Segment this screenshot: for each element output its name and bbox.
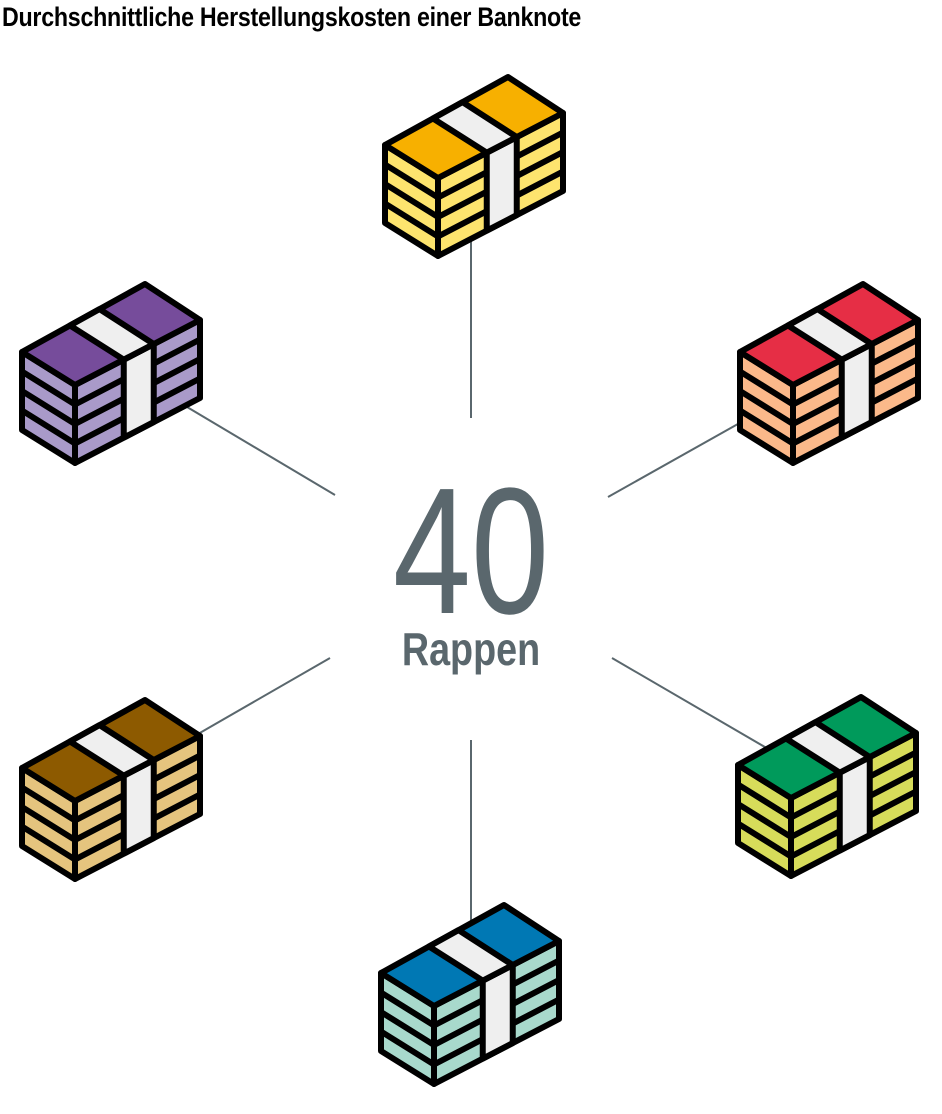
banknote-stack-red	[737, 281, 921, 466]
connector-line-upper-right	[607, 419, 746, 498]
stack-band-top	[66, 306, 157, 363]
banknote-stack-brown	[19, 697, 203, 882]
stack-band-top	[66, 722, 157, 779]
stack-layer-divider	[736, 781, 793, 821]
stack-layer-divider	[383, 161, 440, 201]
stack-layer-divider	[20, 784, 77, 824]
connector-line-lower-left	[197, 657, 331, 735]
cost-value: 40	[393, 451, 549, 652]
stack-band-top	[425, 927, 516, 984]
connector-lines	[181, 238, 771, 925]
chart-title: Durchschnittliche Herstellungskosten ein…	[2, 2, 582, 32]
stack-band-top	[784, 306, 875, 363]
banknote-stack-blue	[378, 902, 562, 1087]
stack-layer-divider	[379, 1009, 436, 1048]
banknote-stack-green	[735, 694, 919, 879]
stack-layer-divider	[379, 1028, 436, 1068]
stack-layer-divider	[738, 368, 795, 408]
stack-band-top	[782, 719, 873, 776]
stack-layer-divider	[383, 181, 440, 220]
stack-layer-divider	[738, 388, 795, 427]
stack-layer-divider	[20, 407, 77, 447]
stack-layer-divider	[20, 368, 77, 408]
stack-layer-divider	[20, 804, 77, 843]
stack-layer-divider	[736, 801, 793, 840]
stack-layer-divider	[738, 407, 795, 447]
cost-unit: Rappen	[402, 623, 540, 674]
stack-layer-divider	[20, 388, 77, 427]
stack-layer-divider	[20, 823, 77, 863]
connector-line-upper-left	[181, 403, 336, 496]
stack-layer-divider	[379, 989, 436, 1029]
stack-band-top	[429, 99, 520, 156]
connector-line-lower-right	[611, 657, 771, 751]
banknote-stack-yellow	[382, 74, 566, 259]
banknote-stack-purple	[19, 281, 203, 466]
stack-layer-divider	[736, 820, 793, 860]
stack-layer-divider	[383, 200, 440, 240]
